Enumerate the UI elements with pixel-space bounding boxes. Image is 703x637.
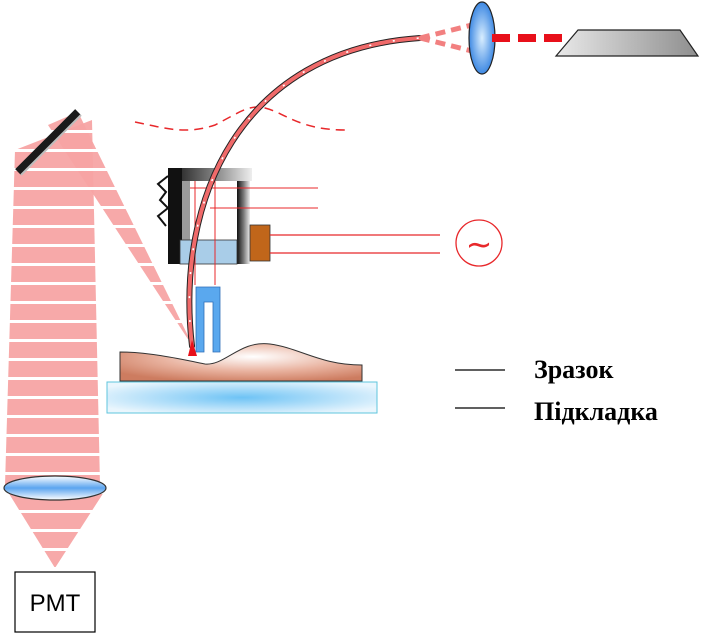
legend: Зразок Підкладка (455, 355, 658, 426)
tuning-fork (195, 286, 221, 353)
pmt-label: PMT (30, 590, 81, 617)
dashed-wave (134, 106, 346, 131)
sample (119, 343, 363, 382)
substrate (106, 381, 378, 414)
tip-light (188, 340, 197, 356)
collecting-lens-icon (3, 475, 107, 501)
optical-fiber (186, 35, 423, 349)
coupling-beam (419, 21, 477, 55)
converging-beam (8, 492, 104, 568)
scanner-stand (156, 168, 252, 285)
laser-source-icon (554, 29, 700, 57)
ac-symbol: ~ (466, 225, 493, 263)
reflected-beam-vertical (5, 120, 100, 485)
ac-generator-icon: ~ (455, 219, 503, 267)
legend-label-substrate: Підкладка (534, 397, 658, 426)
mirror-icon (15, 109, 82, 176)
pmt-detector: PMT (14, 571, 96, 633)
legend-label-sample: Зразок (534, 355, 613, 384)
piezo-element (249, 224, 271, 262)
focusing-lens-icon (468, 1, 496, 75)
